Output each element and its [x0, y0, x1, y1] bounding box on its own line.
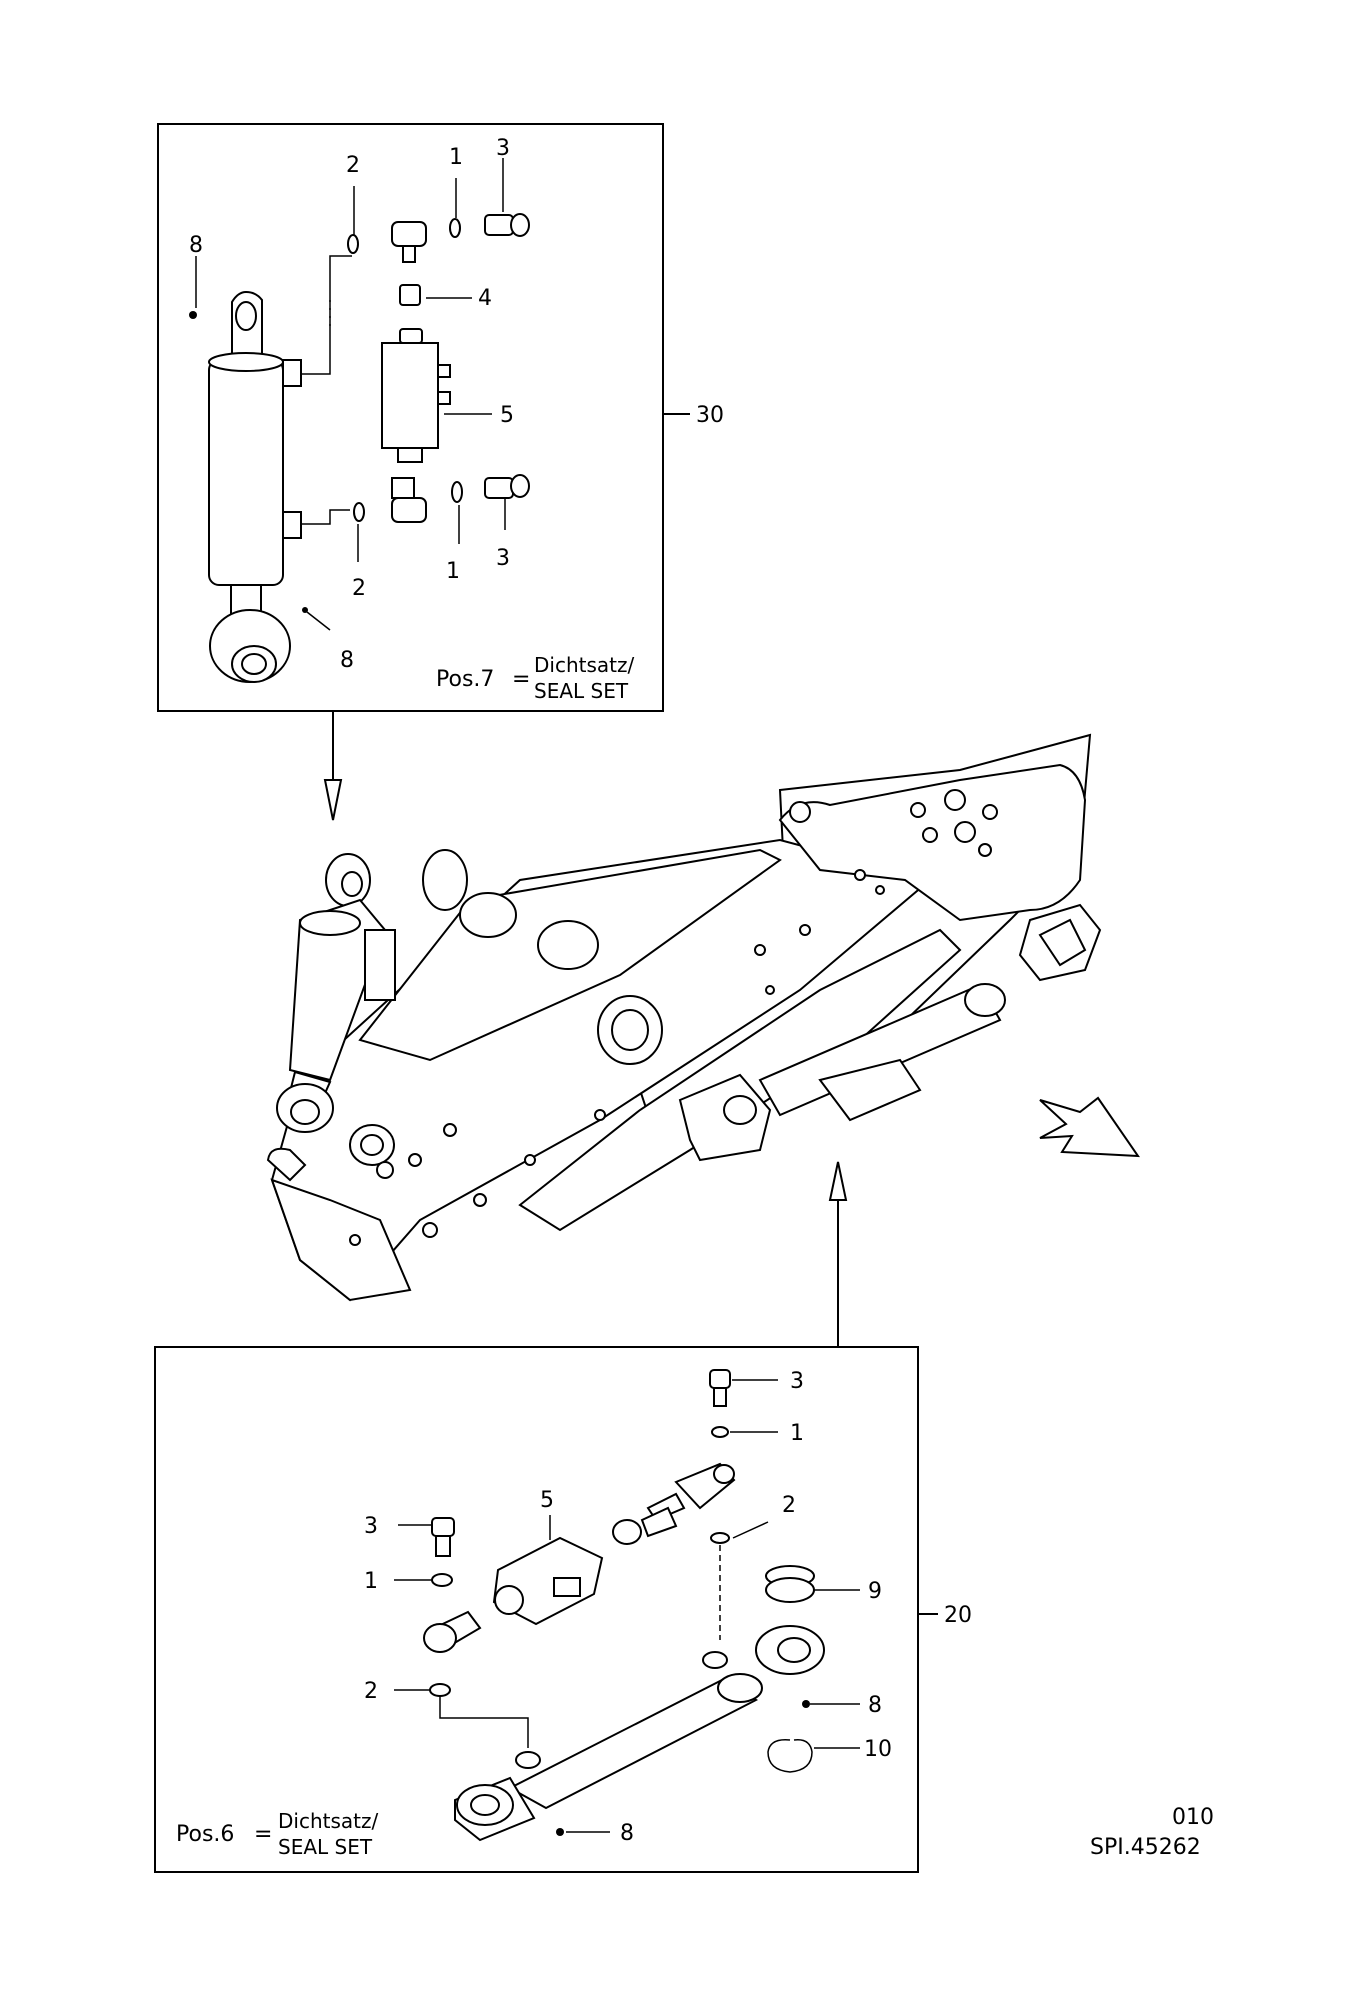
lower-note-line2: SEAL SET: [278, 1835, 373, 1859]
upper-label-3-bottom: 3: [496, 546, 510, 571]
upper-label-2-top: 2: [346, 153, 360, 178]
upper-label-1-bottom: 1: [446, 559, 460, 584]
drawing-code: SPI.45262: [1090, 1835, 1201, 1860]
upper-fitting-row-bottom: [353, 474, 530, 523]
lower-cylinder: [454, 1565, 825, 1842]
assembly-ref-upper: 30: [696, 403, 724, 428]
lower-label-2-left: 2: [364, 1679, 378, 1704]
upper-note-eq: =: [512, 667, 530, 692]
upper-label-8-top: 8: [189, 233, 203, 258]
upper-label-2-bottom: 2: [352, 576, 366, 601]
frame-lower-cylinder: [678, 918, 1087, 1162]
lower-label-10: 10: [864, 1737, 892, 1762]
upper-label-8-bottom: 8: [340, 648, 354, 673]
upper-label-4: 4: [478, 286, 492, 311]
lower-label-9: 9: [868, 1579, 882, 1604]
upper-label-1-top: 1: [449, 145, 463, 170]
lower-note-eq: =: [254, 1822, 272, 1847]
lower-label-3-left: 3: [364, 1514, 378, 1539]
upper-detail-box: 2 1 3 8 4 5 2 1 3 8 30 Pos.7 = Dichtsatz…: [157, 123, 724, 821]
lower-label-8-bottom: 8: [620, 1821, 634, 1846]
page-number: 010: [1172, 1805, 1214, 1830]
upper-note-line1: Dichtsatz/: [534, 653, 634, 677]
lower-note-pos: Pos.6: [176, 1822, 234, 1847]
lower-note-line1: Dichtsatz/: [278, 1809, 378, 1833]
upper-note-line2: SEAL SET: [534, 679, 629, 703]
lower-label-1-left: 1: [364, 1569, 378, 1594]
upper-label-5: 5: [500, 403, 514, 428]
upper-fitting-row-top: [347, 213, 530, 463]
assembly-ref-lower: 20: [944, 1603, 972, 1628]
direction-arrow-icon: [1039, 1096, 1140, 1158]
lower-detail-box: 3 1 5 2 3 1 9 2 8 10 8 20 Pos.6 = Dichts…: [154, 1161, 972, 1873]
upper-cylinder: [189, 290, 308, 683]
upper-note-pos: Pos.7: [436, 667, 494, 692]
upper-label-3-top: 3: [496, 136, 510, 161]
main-frame-assembly: [266, 733, 1102, 1302]
lower-label-3-top: 3: [790, 1369, 804, 1394]
lower-label-2-right: 2: [782, 1493, 796, 1518]
lower-label-1-top: 1: [790, 1421, 804, 1446]
lower-label-8-right: 8: [868, 1693, 882, 1718]
frame-upper-cylinder: [276, 853, 396, 1166]
lower-label-5: 5: [540, 1488, 554, 1513]
